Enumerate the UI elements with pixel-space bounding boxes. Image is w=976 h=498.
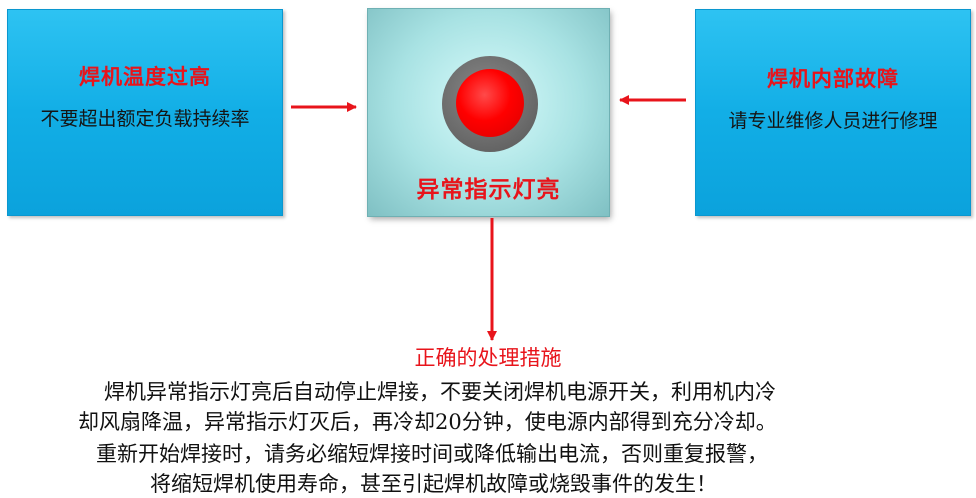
measures-line: 焊机异常指示灯亮后自动停止焊接，不要关闭焊机电源开关，利用机内冷 <box>104 380 776 404</box>
measures-title: 正确的处理措施 <box>414 346 562 370</box>
measures-line: 将缩短焊机使用寿命，甚至引起焊机故障或烧毁事件的发生！ <box>150 472 717 496</box>
cause-box-internal-fault: 焊机内部故障 请专业维修人员进行修理 <box>695 9 971 216</box>
measures-line: 却风扇降温，异常指示灯灭后，再冷却20分钟，使电源内部得到充分冷却。 <box>78 410 777 434</box>
cause-box-overheat: 焊机温度过高 不要超出额定负载持续率 <box>7 9 283 216</box>
cause-title-internal-fault: 焊机内部故障 <box>767 66 899 91</box>
indicator-lamp-ring <box>442 56 538 152</box>
measures-line: 重新开始焊接时，请务必缩短焊接时间或降低输出电流，否则重复报警， <box>96 442 768 466</box>
indicator-box: 异常指示灯亮 <box>368 9 609 216</box>
cause-title-overheat: 焊机温度过高 <box>79 64 211 89</box>
indicator-title: 异常指示灯亮 <box>416 176 561 203</box>
cause-subtitle-internal-fault: 请专业维修人员进行修理 <box>728 110 938 132</box>
indicator-lamp-icon <box>456 69 524 137</box>
cause-subtitle-overheat: 不要超出额定负载持续率 <box>40 108 250 130</box>
